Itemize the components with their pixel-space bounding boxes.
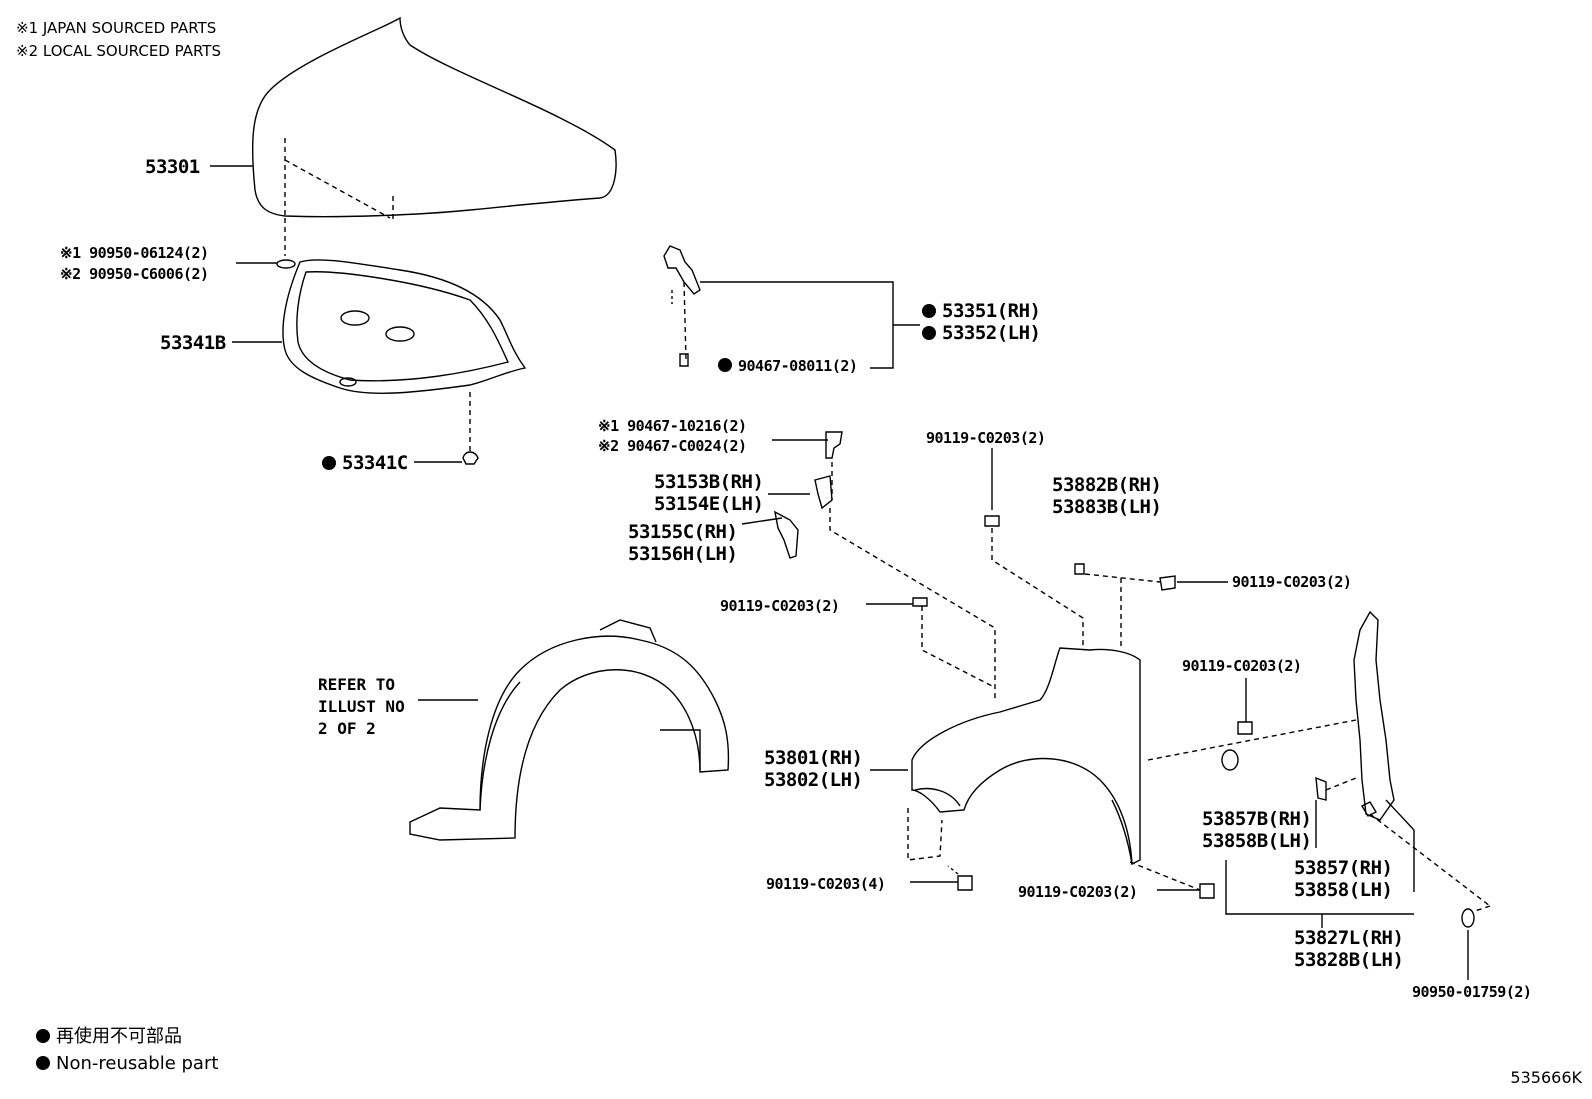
fender-liner-drawing <box>409 619 730 841</box>
note-japan-sourced: ※1 JAPAN SOURCED PARTS <box>16 19 217 37</box>
bolt-drawings <box>866 448 1253 771</box>
label-bolt-top: 90119-C0203(2) <box>926 429 1046 447</box>
label-53351-text: 53351(RH) <box>942 300 1041 322</box>
legend-en: Non-reusable part <box>36 1052 218 1076</box>
label-grommet: 90950-01759(2) <box>1412 983 1532 1001</box>
label-53802: 53802(LH) <box>764 769 863 791</box>
label-53827L: 53827L(RH) <box>1294 927 1404 949</box>
label-90467-08011: 90467-08011(2) <box>718 356 858 376</box>
hood-hinge-drawing <box>663 245 920 369</box>
label-53341B: 53341B <box>160 332 226 354</box>
diagram-code: 535666K <box>1510 1068 1582 1087</box>
label-pad-japan: ※1 90950-06124(2) <box>60 244 209 262</box>
label-fender-bolt: 90119-C0203(2) <box>1018 883 1138 901</box>
hood-pad <box>236 218 296 269</box>
label-90467-08011-text: 90467-08011(2) <box>738 357 858 375</box>
label-53156H: 53156H(LH) <box>628 543 738 565</box>
label-bolt-right: 90119-C0203(2) <box>1232 573 1352 591</box>
label-53341C: 53341C <box>322 452 408 474</box>
label-53301: 53301 <box>145 156 200 178</box>
bracket-drawings <box>741 431 996 700</box>
label-53351: 53351(RH) <box>922 300 1041 322</box>
label-53828B: 53828B(LH) <box>1294 949 1404 971</box>
non-reusable-dot <box>922 304 936 318</box>
refer-note: REFER TO ILLUST NO 2 OF 2 <box>318 675 405 738</box>
label-53882B: 53882B(RH) <box>1052 474 1162 496</box>
label-53801: 53801(RH) <box>764 747 863 769</box>
label-53883B: 53883B(LH) <box>1052 496 1162 518</box>
non-reusable-dot <box>322 456 336 470</box>
label-53352: 53352(LH) <box>922 322 1041 344</box>
label-bolt-left: 90119-C0203(2) <box>720 597 840 615</box>
hood-insulator-drawing <box>232 259 527 465</box>
label-53155C: 53155C(RH) <box>628 521 738 543</box>
label-53858B: 53858B(LH) <box>1202 830 1312 852</box>
label-pad-local: ※2 90950-C6006(2) <box>60 265 209 283</box>
non-reusable-dot <box>36 1029 50 1043</box>
label-53858: 53858(LH) <box>1294 879 1393 901</box>
legend-jp: 再使用不可部品 <box>36 1025 182 1049</box>
label-53341C-text: 53341C <box>342 452 408 474</box>
legend-jp-text: 再使用不可部品 <box>56 1026 182 1047</box>
non-reusable-dot <box>922 326 936 340</box>
front-bolts <box>910 865 1215 899</box>
label-bolt-mid-right: 90119-C0203(2) <box>1182 657 1302 675</box>
label-clip-japan: ※1 90467-10216(2) <box>598 417 747 435</box>
fender-panel-drawing <box>1225 610 1491 980</box>
label-53154E: 53154E(LH) <box>654 493 764 515</box>
note-local-sourced: ※2 LOCAL SOURCED PARTS <box>16 42 221 60</box>
label-53153B: 53153B(RH) <box>654 471 764 493</box>
label-liner-bolt: 90119-C0203(4) <box>766 875 886 893</box>
legend-en-text: Non-reusable part <box>56 1053 219 1074</box>
fender-drawing <box>870 647 1357 891</box>
non-reusable-dot <box>36 1056 50 1070</box>
label-53352-text: 53352(LH) <box>942 322 1041 344</box>
label-clip-local: ※2 90467-C0024(2) <box>598 437 747 455</box>
hood-drawing <box>210 16 617 220</box>
label-53857: 53857(RH) <box>1294 857 1393 879</box>
non-reusable-dot <box>718 358 732 372</box>
label-53857B: 53857B(RH) <box>1202 808 1312 830</box>
